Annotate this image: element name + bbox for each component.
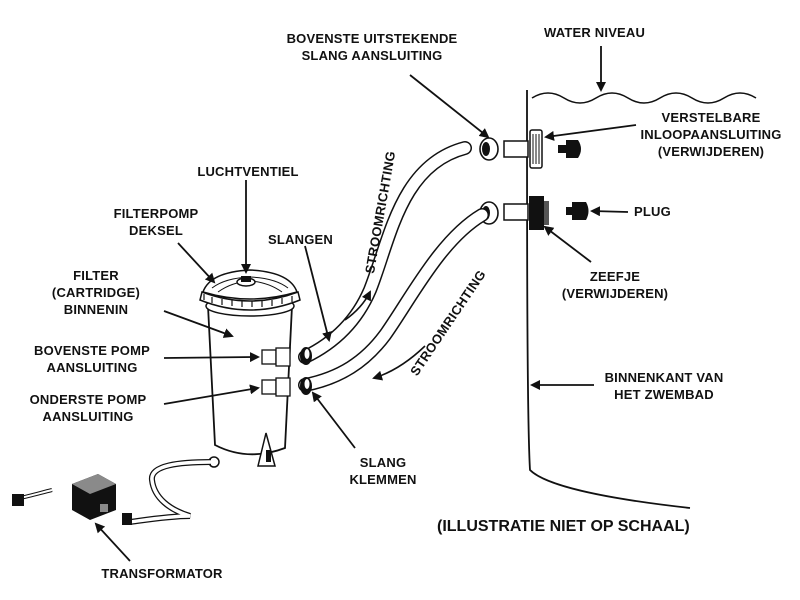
label-upper-hose-connection: BOVENSTE UITSTEKENDE SLANG AANSLUITING xyxy=(286,31,458,63)
label-hose-clamps: SLANG KLEMMEN xyxy=(349,455,417,487)
flow-arrow-lower xyxy=(372,345,426,381)
arrow-transformer xyxy=(94,522,131,562)
label-plug: PLUG xyxy=(634,204,671,219)
label-pool-inside-wall: BINNENKANT VAN HET ZWEMBAD xyxy=(604,370,724,402)
label-pump-lid: FILTERPOMP DEKSEL xyxy=(113,206,199,238)
label-transformer: TRANSFORMATOR xyxy=(101,566,223,581)
label-hoses: SLANGEN xyxy=(268,232,333,247)
hose-clamps xyxy=(300,347,312,395)
hose-lower xyxy=(298,208,489,392)
filter-pump xyxy=(199,269,301,468)
arrow-lower-pump-connection xyxy=(163,384,260,405)
arrow-adjustable-inlet xyxy=(544,124,637,141)
label-upper-pump-connection: BOVENSTE POMP AANSLUITING xyxy=(33,343,150,375)
arrow-strainer xyxy=(543,225,592,263)
label-strainer: ZEEFJE (VERWIJDEREN) xyxy=(561,269,669,301)
plug-part xyxy=(566,202,589,220)
transformer-box xyxy=(12,474,132,525)
label-air-valve: LUCHTVENTIEL xyxy=(197,164,299,179)
upper-hose-end xyxy=(479,137,499,161)
water-surface xyxy=(531,92,757,104)
label-adjustable-inlet: VERSTELBARE INLOOPAANSLUITING (VERWIJDER… xyxy=(640,110,782,159)
arrow-hose-clamps xyxy=(311,391,356,449)
not-to-scale-note: (ILLUSTRATIE NIET OP SCHAAL) xyxy=(437,518,690,535)
hose-upper xyxy=(298,141,472,364)
arrow-upper-hose-connection xyxy=(409,74,490,139)
label-lower-pump-connection: ONDERSTE POMP AANSLUITING xyxy=(29,392,147,424)
adjustable-inlet-fitting xyxy=(503,129,581,169)
strainer-fitting xyxy=(503,196,549,230)
arrow-hoses xyxy=(304,245,332,342)
arrow-plug xyxy=(590,206,629,217)
label-water-level: WATER NIVEAU xyxy=(544,25,646,40)
arrow-upper-pump-connection xyxy=(163,352,260,363)
arrow-pump-lid xyxy=(177,242,216,284)
flow-arrow-upper xyxy=(344,290,371,321)
arrow-filter-cartridge xyxy=(163,310,234,338)
label-filter-cartridge: FILTER (CARTRIDGE) BINNENIN xyxy=(51,268,141,317)
